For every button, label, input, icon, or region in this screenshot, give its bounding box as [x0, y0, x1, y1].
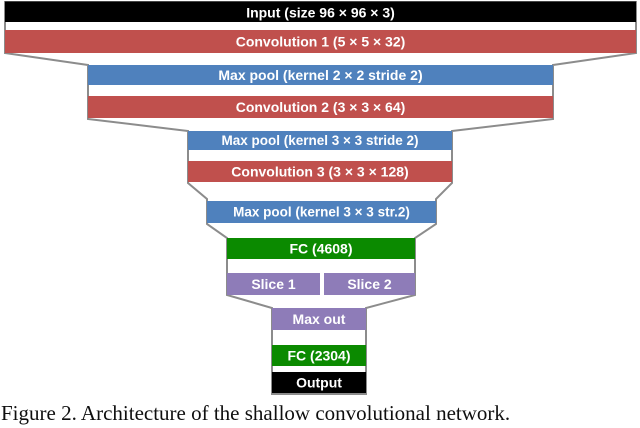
- layer-bar-input: [5, 1, 636, 22]
- layer-label-conv1: Convolution 1 (5 × 5 × 32): [236, 34, 406, 50]
- layer-bar-slice2: [324, 273, 415, 295]
- layer-label-maxpool3: Max pool (kernel 3 × 3 str.2): [233, 205, 410, 220]
- layer-label-slice2: Slice 2: [347, 276, 392, 292]
- layer-label-slice1: Slice 1: [251, 276, 296, 292]
- layer-label-conv3: Convolution 3 (3 × 3 × 128): [231, 164, 408, 180]
- layer-bar-maxpool1: [88, 65, 553, 85]
- architecture-diagram: Input (size 96 × 96 × 3) Convolution 1 (…: [4, 1, 637, 395]
- layer-label-fc1: FC (4608): [289, 241, 352, 257]
- layer-label-maxpool1: Max pool (kernel 2 × 2 stride 2): [218, 67, 422, 83]
- layer-bar-conv2: [88, 96, 553, 118]
- layer-label-conv2: Convolution 2 (3 × 3 × 64): [236, 99, 406, 115]
- layer-bar-maxout: [272, 308, 366, 330]
- layer-bar-fc2: [272, 345, 366, 366]
- layer-label-maxout: Max out: [293, 311, 346, 327]
- layer-bar-slice1: [227, 273, 320, 295]
- layer-bar-conv1: [5, 30, 636, 53]
- layer-label-output: Output: [296, 375, 342, 391]
- layer-label-maxpool2: Max pool (kernel 3 × 3 stride 2): [222, 133, 419, 148]
- layer-bar-fc1: [227, 238, 415, 259]
- layer-label-input: Input (size 96 × 96 × 3): [246, 5, 395, 21]
- layer-bar-maxpool2: [188, 131, 452, 150]
- figure-caption: Figure 2. Architecture of the shallow co…: [1, 401, 511, 425]
- layer-label-fc2: FC (2304): [287, 348, 350, 364]
- layer-bar-maxpool3: [207, 201, 436, 223]
- layer-bar-output: [272, 372, 366, 393]
- layer-bar-conv3: [188, 161, 452, 182]
- funnel-outline: [4, 1, 637, 395]
